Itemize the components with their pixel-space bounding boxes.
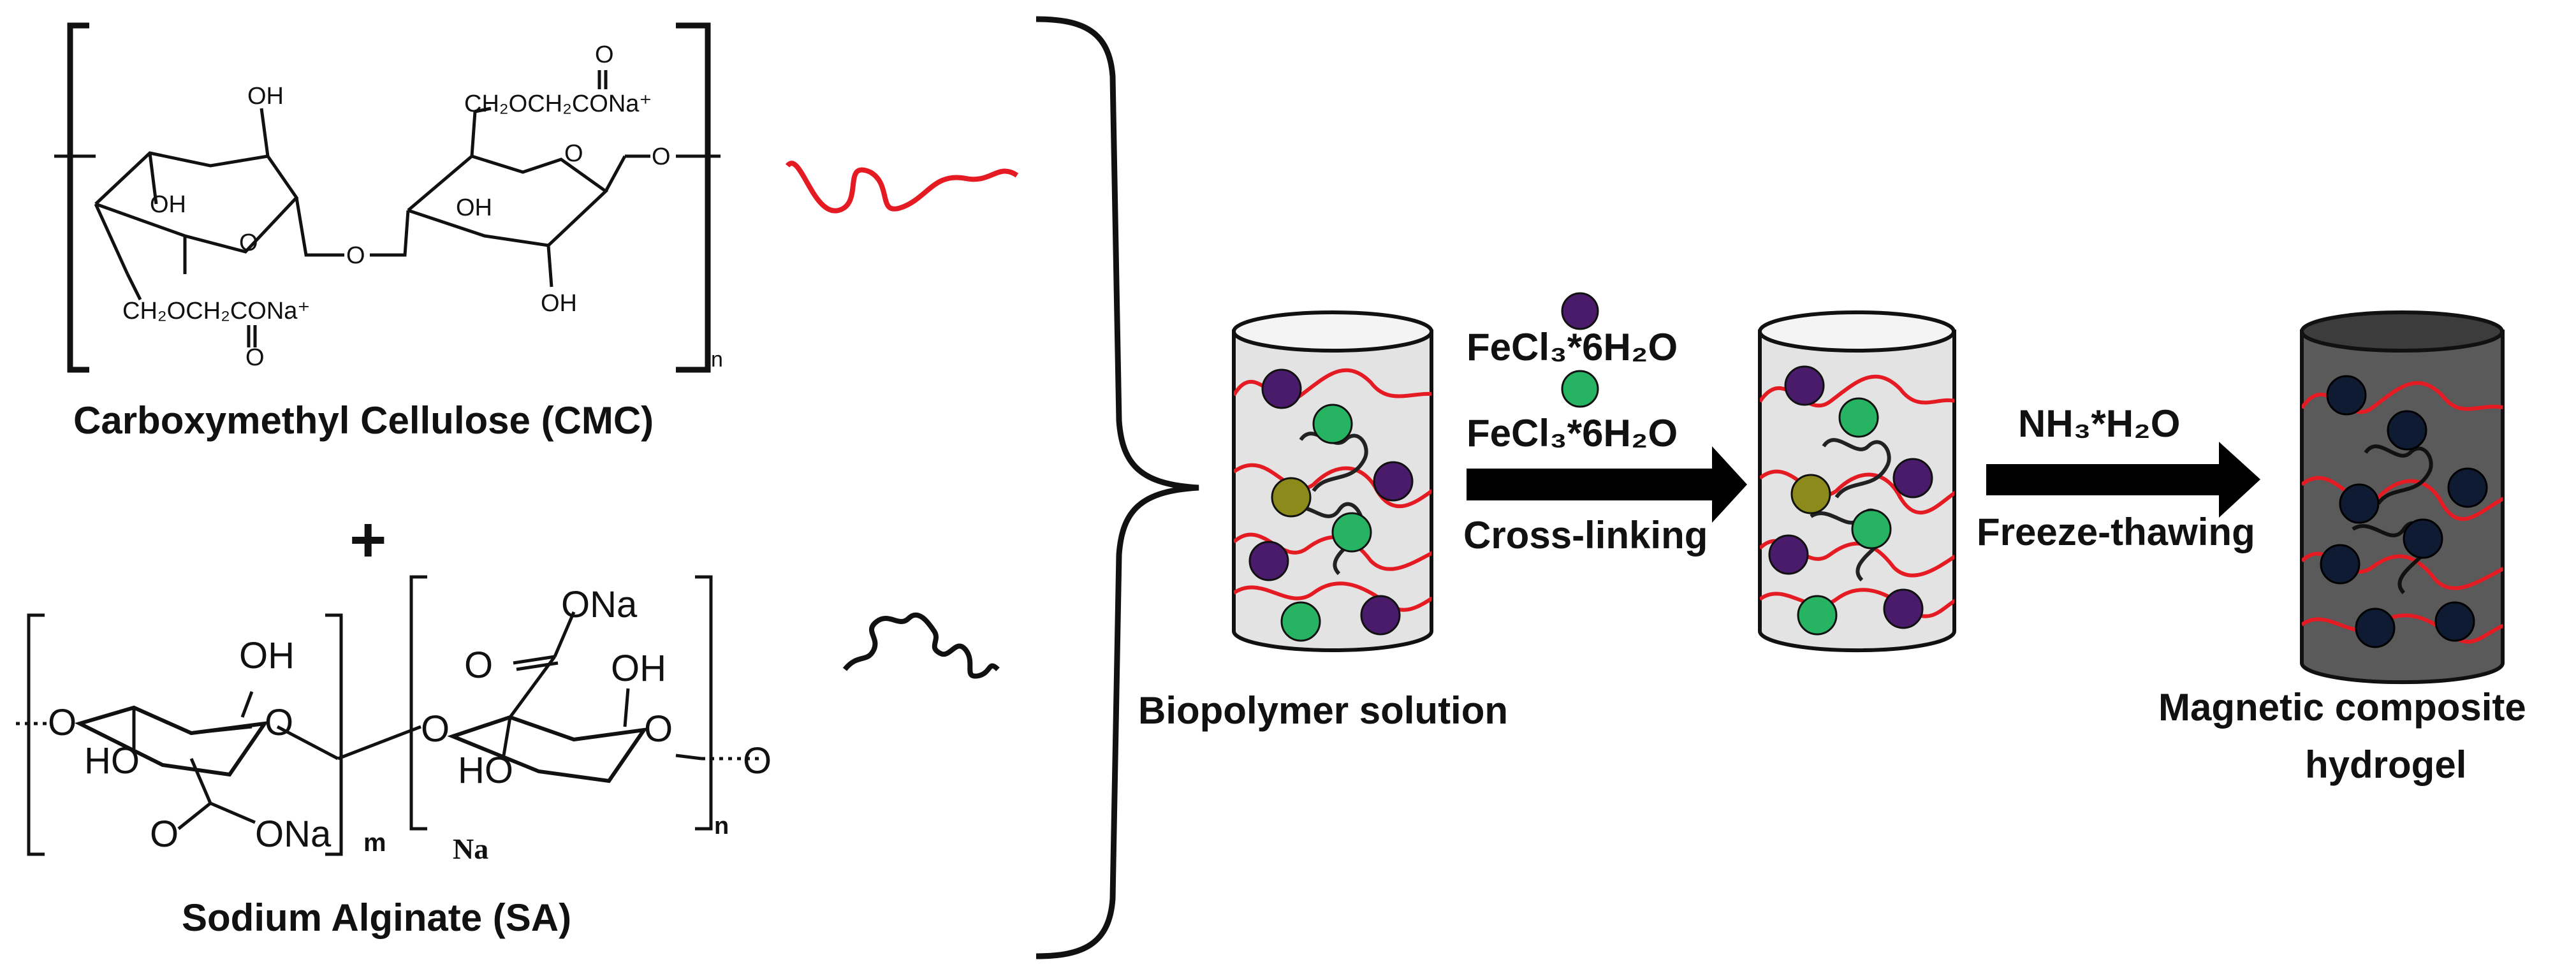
- arrow-freeze-thawing: [1986, 442, 2260, 518]
- cmc-oh-3: OH: [456, 194, 492, 221]
- cmc-ring-o-2: O: [564, 140, 583, 167]
- reagent-fecl3-mid: FeCl₃*6H₂O: [1467, 412, 1678, 455]
- sa-repeat-m: m: [363, 829, 386, 857]
- sa-oh-1: OH: [239, 635, 295, 676]
- sa-oh-2: OH: [611, 648, 666, 689]
- sa-title: Sodium Alginate (SA): [182, 896, 572, 939]
- arrow-crosslinking: [1467, 446, 1747, 523]
- sa-o-left: O: [48, 702, 77, 743]
- sa-o-ring-1: O: [265, 702, 294, 743]
- cmc-carbonyl-o-bottom: O: [245, 344, 265, 371]
- sa-carbonyl-o-2: O: [464, 645, 494, 686]
- sa-o-ring-2: O: [644, 708, 673, 750]
- sa-repeat-n: n: [714, 813, 729, 840]
- sa-carbonyl-o-1: O: [150, 813, 179, 855]
- sa-ona-1: ONa: [255, 813, 332, 855]
- container-crosslinked: [1758, 310, 1956, 653]
- cmc-side-chain-top: CH₂OCH₂CONa⁺: [464, 91, 652, 117]
- step-freeze-thawing-label: Freeze-thawing: [1977, 511, 2255, 553]
- cmc-bridge-o: O: [346, 242, 365, 269]
- sa-o-right: O: [743, 740, 772, 782]
- cmc-end-o: O: [652, 143, 671, 170]
- cmc-repeat-n: n: [711, 347, 723, 372]
- container-hydrogel: [2300, 310, 2505, 685]
- sa-ho-2: HO: [458, 750, 513, 791]
- container-biopolymer: [1232, 310, 1433, 652]
- cmc-side-chain-bottom: CH₂OCH₂CONa⁺: [122, 298, 311, 324]
- sa-chain-icon: [842, 612, 1000, 679]
- cmc-oh-2: OH: [150, 191, 186, 218]
- step-crosslinking-label: Cross-linking: [1463, 514, 1708, 557]
- sa-ho-1: HO: [84, 740, 140, 782]
- container-3-label-line1: Magnetic composite: [2158, 686, 2526, 729]
- cmc-ring-o-1: O: [239, 229, 258, 256]
- sa-na: Na: [453, 833, 489, 865]
- container-1-label: Biopolymer solution: [1138, 689, 1509, 732]
- plus-sign: +: [349, 504, 387, 576]
- cmc-title: Carboxymethyl Cellulose (CMC): [73, 399, 654, 442]
- sa-ona-2: ONa: [561, 584, 638, 625]
- ion-purple-legend: [1561, 292, 1599, 330]
- sa-o-bridge: O: [421, 708, 450, 750]
- cmc-oh-1: OH: [247, 83, 284, 110]
- ion-green-legend: [1561, 370, 1599, 408]
- cmc-carbonyl-o-top: O: [595, 41, 614, 68]
- reagent-fecl3-top: FeCl₃*6H₂O: [1467, 326, 1678, 368]
- reagent-nh3: NH₃*H₂O: [2018, 402, 2181, 445]
- cmc-oh-4: OH: [541, 290, 577, 317]
- cmc-chain-icon: [785, 161, 1019, 214]
- container-3-label-line2: hydrogel: [2305, 743, 2467, 786]
